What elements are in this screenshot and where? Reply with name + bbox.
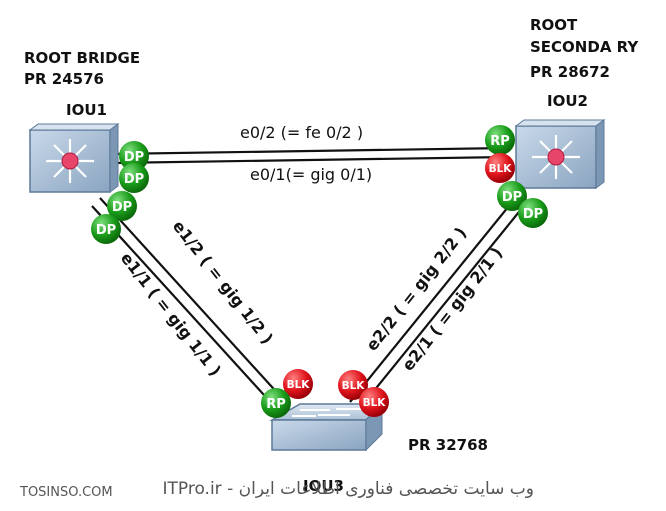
link-iou1-iou2 <box>111 146 509 165</box>
port-badge-dp: DP <box>107 191 137 221</box>
svg-text:RP: RP <box>266 397 286 412</box>
svg-text:DP: DP <box>124 172 144 187</box>
port-badge-blk: BLK <box>485 153 515 183</box>
port-badge-blk: BLK <box>338 370 368 400</box>
port-badge-dp: DP <box>91 214 121 244</box>
iou2-priority-label: PR 28672 <box>530 63 610 81</box>
port-badge-dp: DP <box>119 163 149 193</box>
footer-site-left: TOSINSO.COM <box>19 485 113 500</box>
svg-text:DP: DP <box>502 190 522 205</box>
svg-text:BLK: BLK <box>287 379 311 391</box>
link-iou1-iou3 <box>91 197 283 407</box>
link-label-e2-2: e2/2 ( = gig 2/2 ) <box>362 224 470 355</box>
port-badge-dp: DP <box>518 198 548 228</box>
iou1-role-label: ROOT BRIDGE <box>24 49 140 67</box>
iou2-name-label: IOU2 <box>547 92 588 110</box>
svg-text:BLK: BLK <box>363 397 387 409</box>
port-badge-dp: DP <box>119 141 149 171</box>
iou1-name-label: IOU1 <box>66 101 107 119</box>
svg-text:DP: DP <box>96 223 116 238</box>
port-badge-blk: BLK <box>359 387 389 417</box>
port-badge-rp: RP <box>261 388 291 418</box>
switch-iou1[interactable] <box>28 123 120 193</box>
iou2-role-label-line2: SECONDA RY <box>530 38 639 56</box>
svg-text:BLK: BLK <box>342 380 366 392</box>
switch-core-icon <box>547 148 565 166</box>
svg-text:DP: DP <box>124 150 144 165</box>
svg-text:DP: DP <box>112 200 132 215</box>
svg-text:DP: DP <box>523 207 543 222</box>
svg-text:BLK: BLK <box>489 163 513 175</box>
switch-arrows-icon <box>292 408 362 417</box>
switch-iou2[interactable] <box>514 119 606 189</box>
iou3-priority-label: PR 32768 <box>408 436 488 454</box>
switch-iou3[interactable] <box>269 402 384 452</box>
link-label-e0-1: e0/1(= gig 0/1) <box>250 165 372 184</box>
iou2-role-label-line1: ROOT <box>530 16 578 34</box>
link-label-e2-1: e2/1 ( = gig 2/1 ) <box>398 244 506 375</box>
port-badge-blk: BLK <box>283 369 313 399</box>
iou1-priority-label: PR 24576 <box>24 70 104 88</box>
footer-site-right: ITPro.ir - وب سایت تخصصی فناوری اطلاعات … <box>162 479 534 499</box>
port-badge-dp: DP <box>497 181 527 211</box>
iou3-name-label: IOU3 <box>303 477 344 495</box>
link-iou2-iou3 <box>349 195 528 409</box>
switch-core-icon <box>61 152 79 170</box>
svg-text:RP: RP <box>490 134 510 149</box>
port-badge-rp: RP <box>485 125 515 155</box>
link-label-e0-2: e0/2 (= fe 0/2 ) <box>240 123 363 142</box>
